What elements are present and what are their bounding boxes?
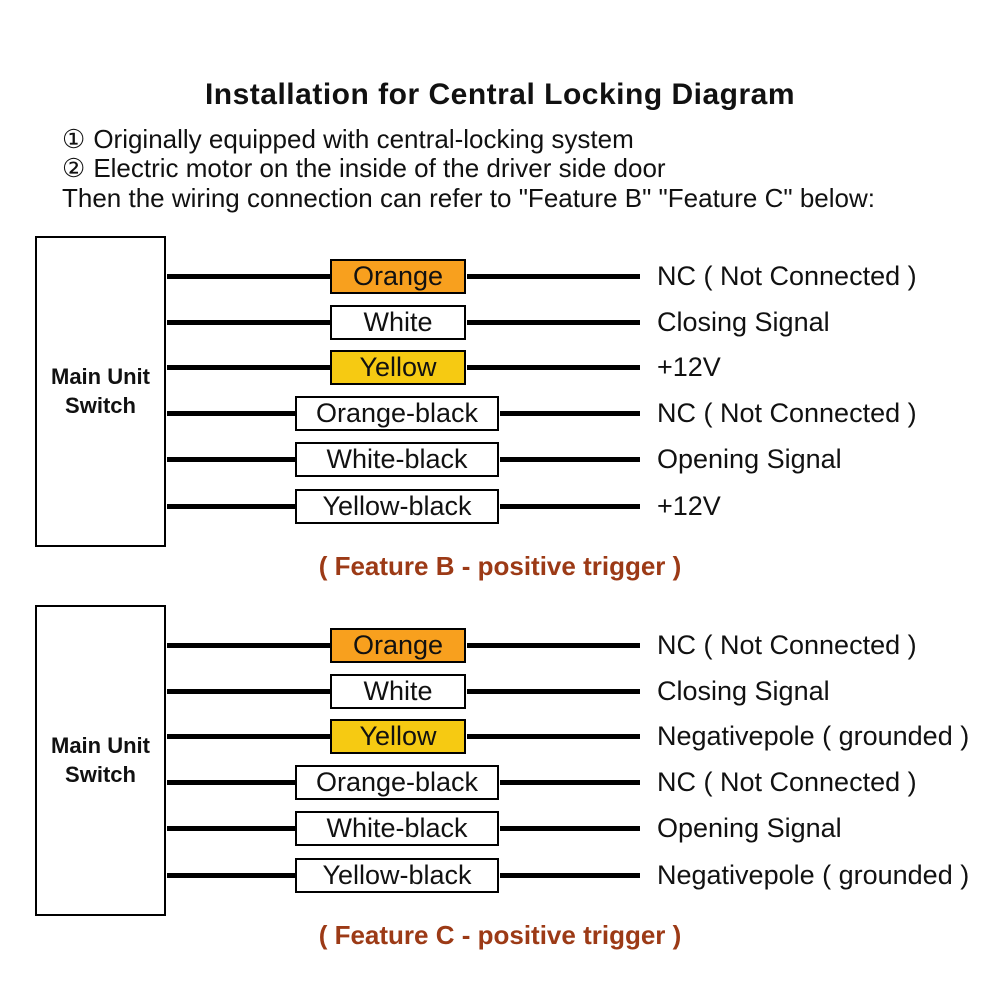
wire-color-box: White-black	[295, 442, 499, 477]
wire-color-box: Orange	[330, 628, 466, 663]
wire-line-right	[500, 826, 640, 831]
wire-color-box: Orange-black	[295, 765, 499, 800]
main-unit-label-line2: Switch	[65, 392, 136, 418]
feature-b-caption: ( Feature B - positive trigger )	[318, 551, 682, 581]
wiring-diagram-feature-b: Main Unit Switch Orange NC ( Not Connect…	[0, 236, 1000, 596]
wire-function-label: NC ( Not Connected )	[657, 767, 917, 797]
main-unit-label-line2: Switch	[65, 761, 136, 787]
wire-line-right	[467, 643, 640, 648]
wire-line-left	[167, 504, 295, 509]
wire-color-box: Yellow-black	[295, 858, 499, 893]
wire-function-label: +12V	[657, 491, 721, 521]
circled-number-1-icon: ①	[62, 124, 86, 154]
feature-c-caption: ( Feature C - positive trigger )	[318, 920, 682, 950]
wire-function-label: Closing Signal	[657, 676, 830, 706]
main-unit-switch-box: Main Unit Switch	[35, 605, 166, 916]
wire-function-label: Closing Signal	[657, 307, 830, 337]
wire-line-right	[500, 780, 640, 785]
wire-line-left	[167, 873, 295, 878]
wire-color-box: Yellow-black	[295, 489, 499, 524]
wire-line-right	[467, 320, 640, 325]
circled-number-2-icon: ②	[62, 153, 86, 183]
wire-color-box: White	[330, 674, 466, 709]
wire-function-label: NC ( Not Connected )	[657, 398, 917, 428]
wire-function-label: Negativepole ( grounded )	[657, 721, 970, 751]
wire-color-box: White	[330, 305, 466, 340]
wire-line-right	[467, 274, 640, 279]
wire-line-left	[167, 411, 295, 416]
intro-text: Then the wiring connection can refer to …	[62, 183, 875, 213]
wire-line-right	[500, 504, 640, 509]
wire-line-left	[167, 643, 330, 648]
wire-line-left	[167, 320, 330, 325]
wire-line-right	[500, 411, 640, 416]
main-unit-label-line1: Main Unit	[51, 732, 150, 758]
wire-color-box: Yellow	[330, 719, 466, 754]
main-unit-switch-box: Main Unit Switch	[35, 236, 166, 547]
wire-line-left	[167, 826, 295, 831]
wire-line-left	[167, 780, 295, 785]
wire-line-left	[167, 365, 330, 370]
note-text-1: Originally equipped with central-locking…	[93, 124, 634, 154]
wire-line-left	[167, 734, 330, 739]
wire-line-right	[500, 873, 640, 878]
wire-color-box: Orange-black	[295, 396, 499, 431]
page-title: Installation for Central Locking Diagram	[204, 78, 796, 111]
wire-line-right	[500, 457, 640, 462]
note-text-2: Electric motor on the inside of the driv…	[93, 153, 666, 183]
wire-function-label: NC ( Not Connected )	[657, 630, 917, 660]
main-unit-label-line1: Main Unit	[51, 363, 150, 389]
wiring-diagram-feature-c: Main Unit Switch Orange NC ( Not Connect…	[0, 605, 1000, 965]
wire-function-label: Opening Signal	[657, 444, 842, 474]
wire-color-box: White-black	[295, 811, 499, 846]
wire-line-left	[167, 689, 330, 694]
wire-color-box: Orange	[330, 259, 466, 294]
wire-function-label: NC ( Not Connected )	[657, 261, 917, 291]
wire-line-right	[467, 689, 640, 694]
wire-color-box: Yellow	[330, 350, 466, 385]
wire-function-label: Negativepole ( grounded )	[657, 860, 970, 890]
wire-line-right	[467, 365, 640, 370]
wire-line-right	[467, 734, 640, 739]
wire-line-left	[167, 274, 330, 279]
wire-line-left	[167, 457, 295, 462]
wire-function-label: Opening Signal	[657, 813, 842, 843]
wire-function-label: +12V	[657, 352, 721, 382]
